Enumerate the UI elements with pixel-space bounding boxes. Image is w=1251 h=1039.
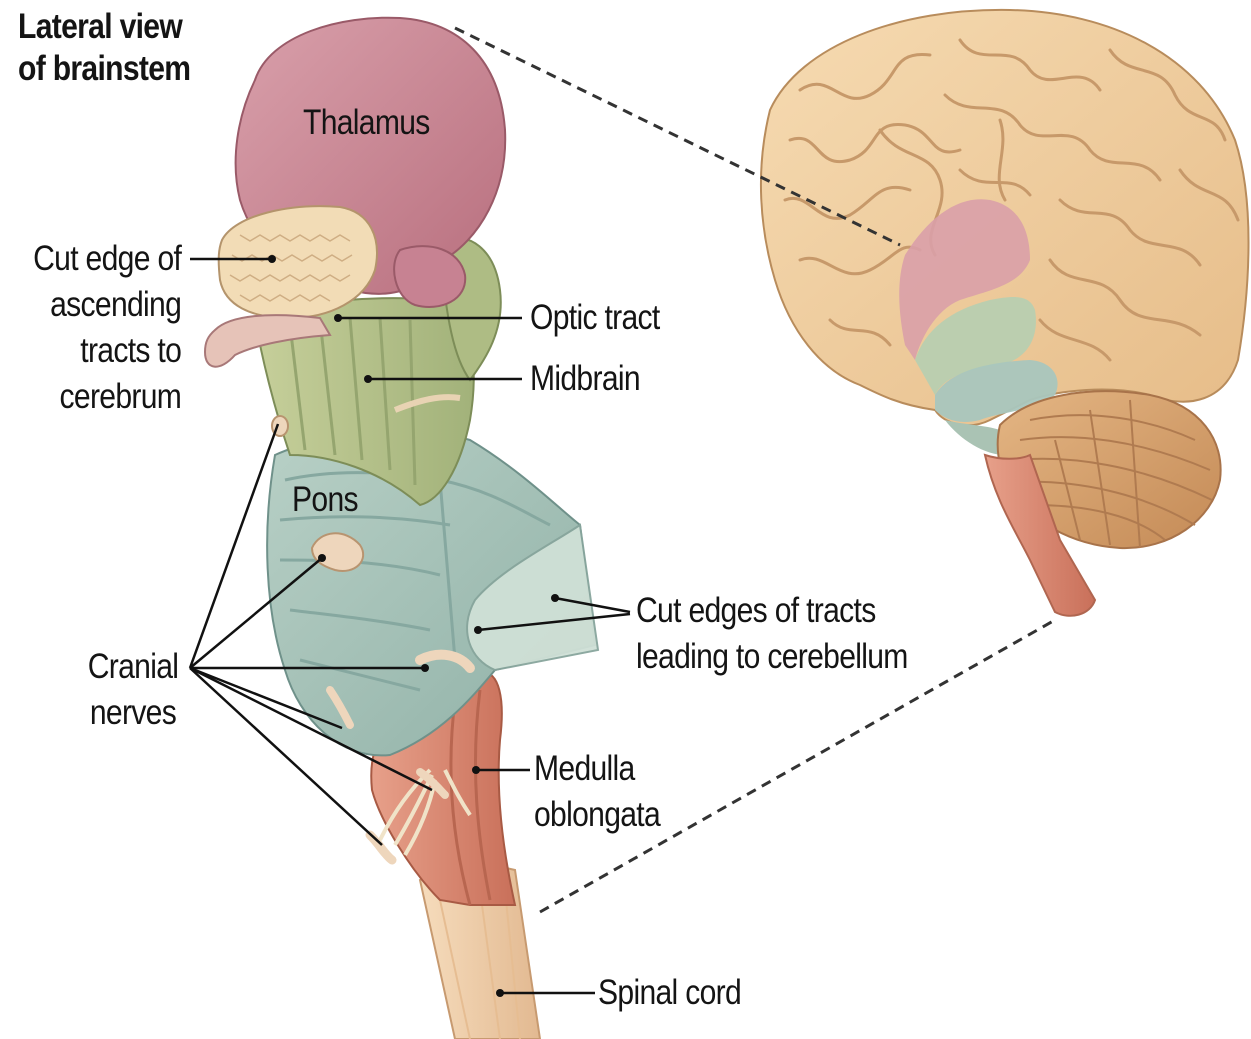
- brain-medulla-region: [945, 420, 1005, 455]
- cut-edge-line-4: cerebrum: [33, 374, 181, 420]
- label-thalamus: Thalamus: [303, 100, 430, 146]
- whole-brain-illustration: [761, 10, 1249, 616]
- medulla-line-1: Medulla: [534, 746, 660, 792]
- label-pons: Pons: [292, 477, 358, 523]
- label-midbrain: Midbrain: [530, 356, 640, 402]
- title-line-2: of brainstem: [18, 48, 190, 90]
- label-cut-edge: Cut edge of ascending tracts to cerebrum: [33, 236, 181, 420]
- cut-edges-line-1: Cut edges of tracts: [636, 588, 908, 634]
- cut-edge-line-3: tracts to: [33, 328, 181, 374]
- cut-edges-line-2: leading to cerebellum: [636, 634, 908, 680]
- label-cranial-nerves: Cranial nerves: [77, 644, 189, 736]
- label-optic-tract: Optic tract: [530, 295, 660, 341]
- medulla-line-2: oblongata: [534, 792, 660, 838]
- label-cut-edges-cerebellum: Cut edges of tracts leading to cerebellu…: [636, 588, 908, 680]
- label-spinal-cord: Spinal cord: [598, 970, 741, 1016]
- cut-edge-line-2: ascending: [33, 282, 181, 328]
- label-medulla: Medulla oblongata: [534, 746, 660, 838]
- cut-edge-line-1: Cut edge of: [33, 236, 181, 282]
- diagram-title: Lateral view of brainstem: [18, 6, 190, 90]
- brainstem-illustration: [205, 18, 598, 1039]
- cranial-line-2: nerves: [77, 690, 189, 736]
- title-line-1: Lateral view: [18, 6, 190, 48]
- cranial-line-1: Cranial: [77, 644, 189, 690]
